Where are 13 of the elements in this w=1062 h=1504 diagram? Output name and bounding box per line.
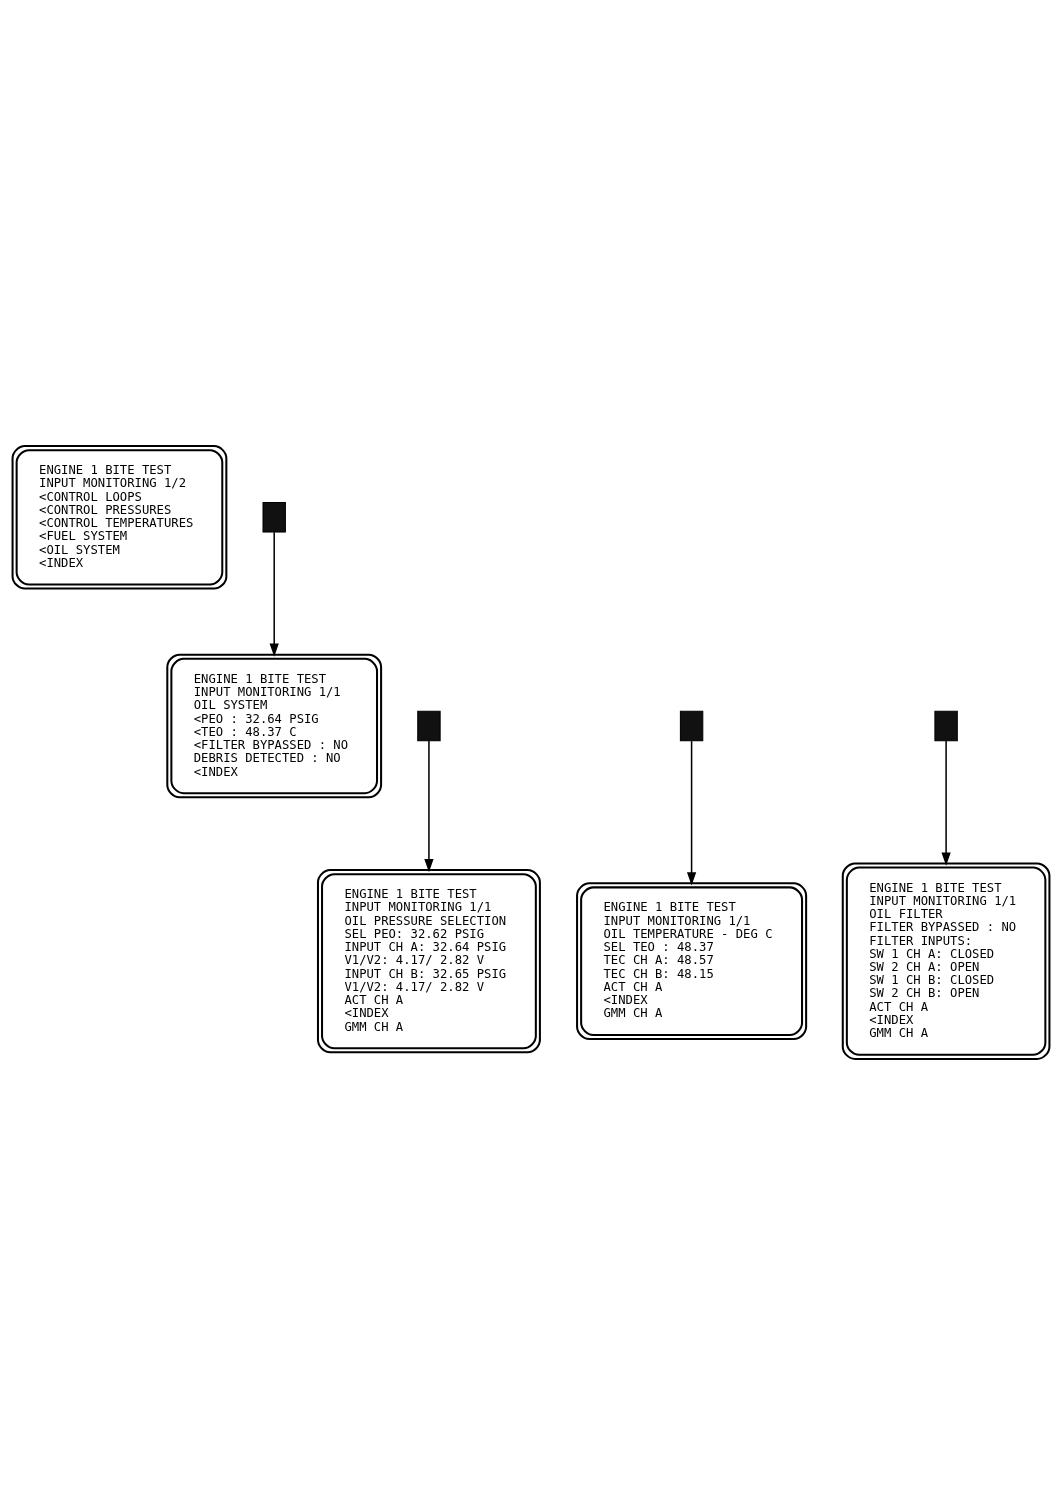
node-box: ENGINE 1 BITE TEST INPUT MONITORING 1/1 OIL SYSTEM <PEO : 32.64 PSIG <TEO : 48.37 C <FILTER BYPASSED : NO DEBRIS DETECTED : NO <INDEX bbox=[166, 653, 383, 798]
node-box bbox=[262, 501, 286, 533]
arrow bbox=[941, 739, 951, 866]
node-box bbox=[417, 710, 441, 741]
node-box: ENGINE 1 BITE TEST INPUT MONITORING 1/1 OIL FILTER FILTER BYPASSED : NO FILTER INPUTS: SW 1 CH A: CLOSED SW 2 CH A: OPEN SW 1 CH B: CLOSED SW 2 CH B: OPEN ACT CH A <INDEX GMM CH A bbox=[841, 861, 1051, 1060]
node-box bbox=[934, 710, 958, 741]
node-box bbox=[679, 710, 704, 741]
arrow bbox=[686, 739, 697, 886]
node-box: ENGINE 1 BITE TEST INPUT MONITORING 1/1 OIL TEMPERATURE - DEG C SEL TEO : 48.37 TEC CH A: 48.57 TEC CH B: 48.15 ACT CH A <INDEX GMM CH A bbox=[576, 881, 808, 1040]
node-box: ENGINE 1 BITE TEST INPUT MONITORING 1/1 OIL PRESSURE SELECTION SEL PEO: 32.62 PSIG INPUT CH A: 32.64 PSIG V1/V2: 4.17/ 2.82 V INPUT CH B: 32.65 PSIG V1/V2: 4.17/ 2.82 V ACT CH A <INDEX GMM CH A bbox=[316, 868, 541, 1053]
node-box: ENGINE 1 BITE TEST INPUT MONITORING 1/2 <CONTROL LOOPS <CONTROL PRESSURES <CONTROL TEMPERATURES <FUEL SYSTEM <OIL SYSTEM <INDEX bbox=[11, 444, 228, 590]
arrow bbox=[424, 739, 434, 872]
arrow bbox=[269, 531, 279, 657]
